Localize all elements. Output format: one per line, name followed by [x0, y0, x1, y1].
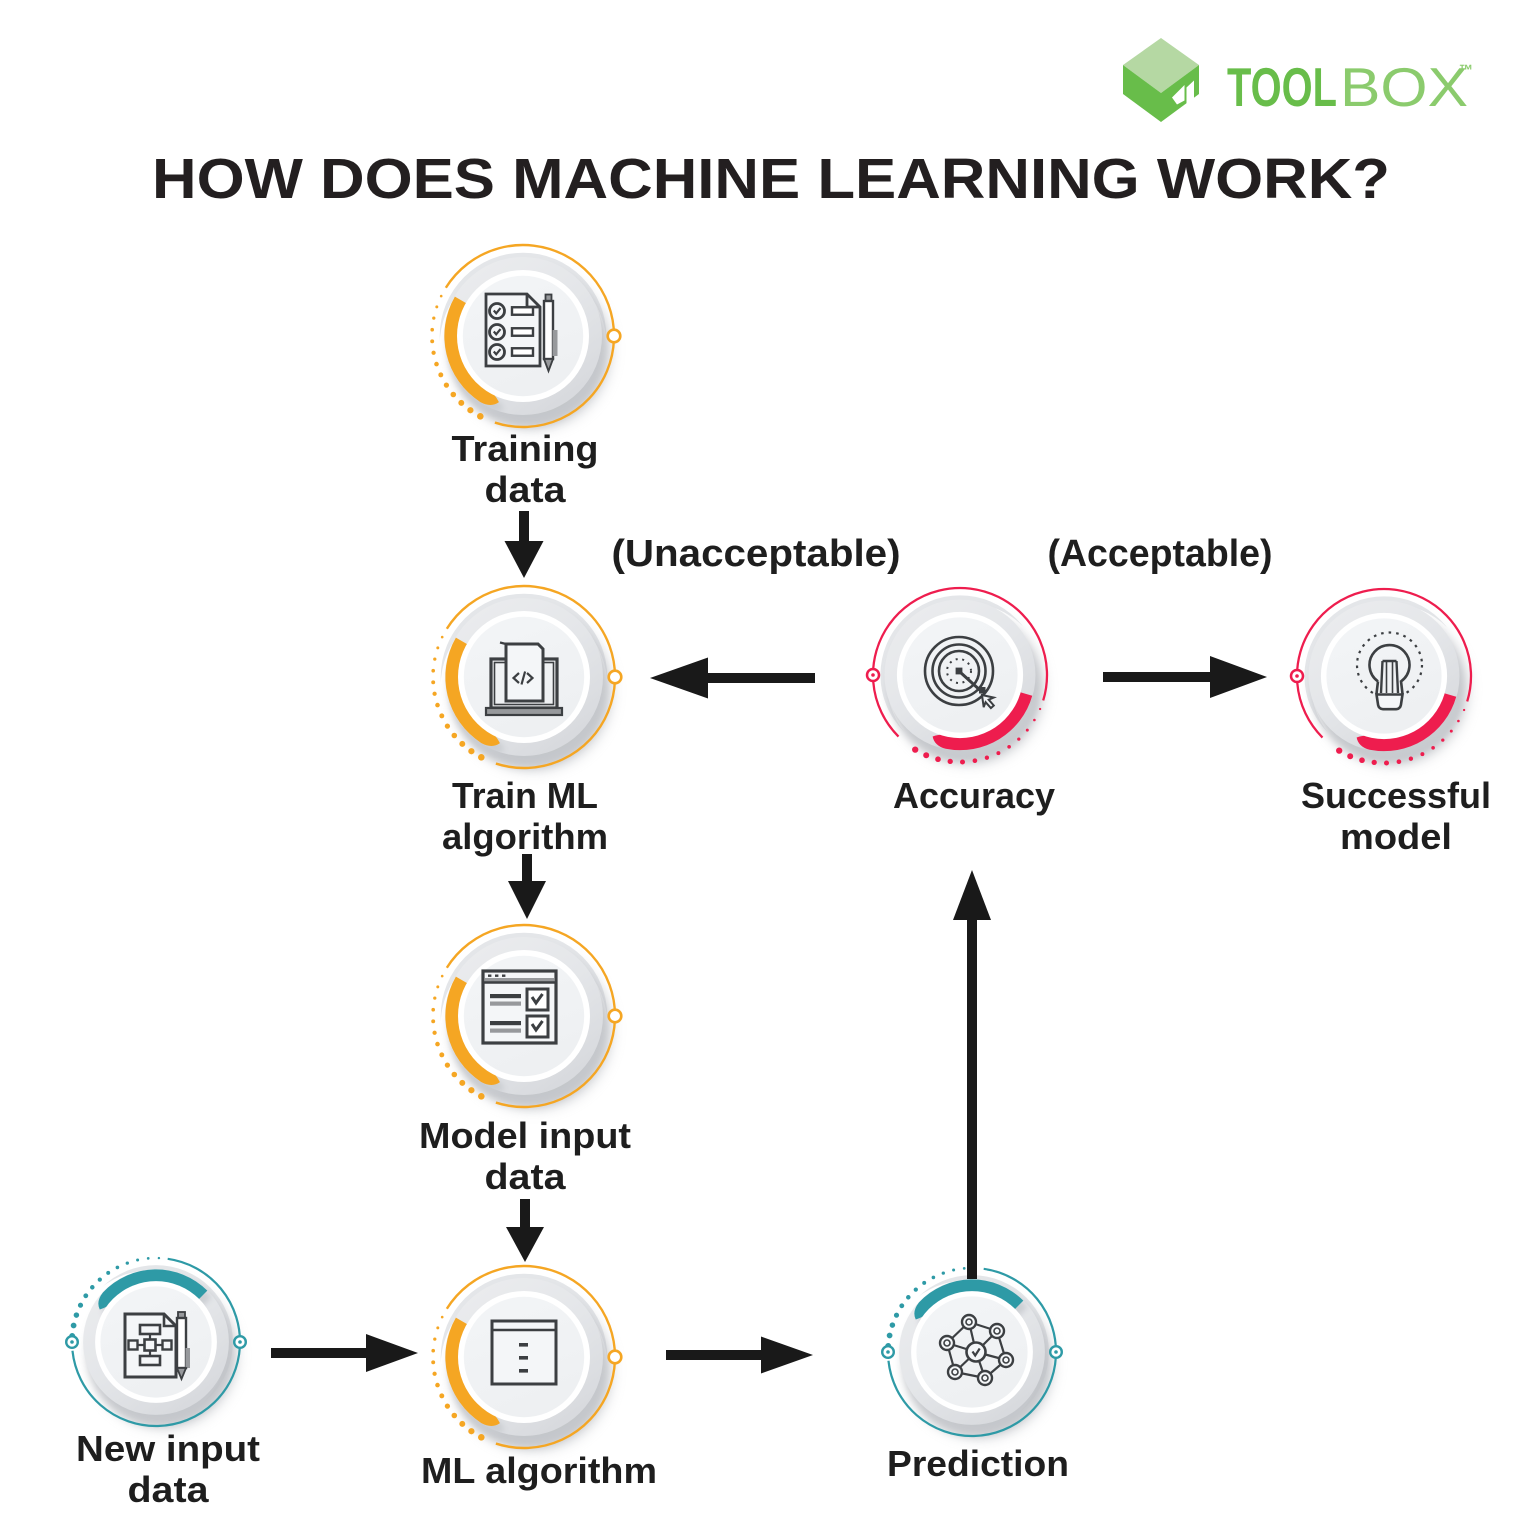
svg-text:Training: Training — [452, 428, 599, 469]
svg-text:Prediction: Prediction — [887, 1443, 1069, 1484]
svg-text:Successful: Successful — [1301, 775, 1491, 816]
svg-text:™: ™ — [1459, 62, 1473, 79]
svg-text:Train ML: Train ML — [452, 775, 598, 816]
svg-text:data: data — [128, 1469, 210, 1510]
svg-text:TOOL: TOOL — [1227, 56, 1337, 118]
svg-text:(Unacceptable): (Unacceptable) — [612, 533, 901, 575]
svg-text:algorithm: algorithm — [442, 816, 608, 857]
svg-text:New input: New input — [76, 1428, 260, 1469]
svg-text:data: data — [485, 469, 567, 510]
svg-text:model: model — [1340, 816, 1452, 857]
svg-text:Accuracy: Accuracy — [893, 775, 1055, 816]
svg-text:BOX: BOX — [1340, 56, 1468, 118]
svg-text:HOW DOES MACHINE LEARNING WORK: HOW DOES MACHINE LEARNING WORK? — [152, 147, 1390, 211]
svg-text:(Acceptable): (Acceptable) — [1048, 533, 1273, 575]
svg-text:data: data — [485, 1156, 567, 1197]
svg-text:Model input: Model input — [419, 1115, 631, 1156]
svg-text:ML algorithm: ML algorithm — [421, 1450, 657, 1491]
